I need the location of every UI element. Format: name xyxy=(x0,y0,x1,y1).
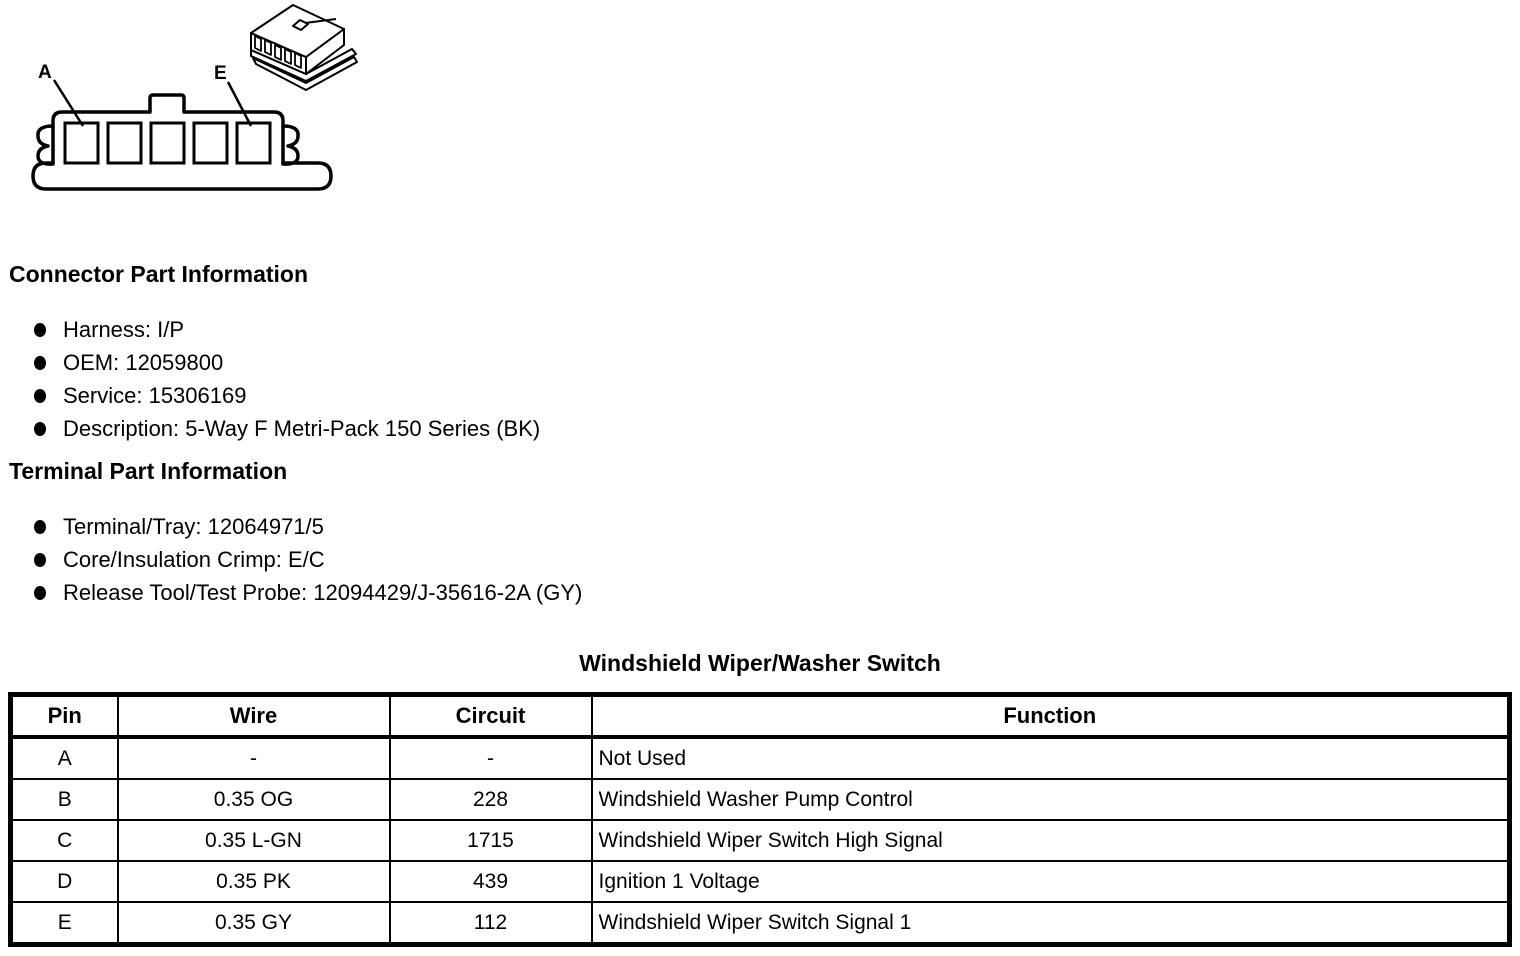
iso-lock-tab xyxy=(292,19,309,31)
connector-front-view xyxy=(31,93,333,191)
iso-groove-line xyxy=(304,18,337,24)
pin-cavity-c xyxy=(149,121,186,165)
connector-part-info-list: Harness: I/P OEM: 12059800 Service: 1530… xyxy=(34,317,541,450)
table-row: C 0.35 L-GN 1715 Windshield Wiper Switch… xyxy=(9,819,1511,862)
connector-right-latch xyxy=(281,124,300,166)
wire-cell: 0.35 L-GN xyxy=(116,819,391,862)
leader-lines xyxy=(52,79,253,127)
pin-cavity-d xyxy=(192,121,229,165)
pin-label-a: A xyxy=(38,62,52,83)
terminal-part-info-heading: Terminal Part Information xyxy=(9,458,288,484)
circuit-cell: 1715 xyxy=(388,819,593,862)
list-item: Description: 5-Way F Metri-Pack 150 Seri… xyxy=(34,416,541,441)
iso-skirt-lower xyxy=(252,56,358,91)
iso-terminal-slots xyxy=(254,35,302,69)
column-header-wire: Wire xyxy=(116,693,391,739)
column-header-function: Function xyxy=(590,693,1511,739)
wire-cell: - xyxy=(116,736,391,780)
bullet-icon xyxy=(34,389,46,403)
bullet-icon xyxy=(34,356,46,370)
leader-line-e xyxy=(226,81,253,127)
pin-cavity-b xyxy=(106,121,143,165)
pin-cavity-e xyxy=(235,121,272,165)
table-header-row: Pin Wire Circuit Function xyxy=(9,693,1511,739)
pin-cell: C xyxy=(9,819,119,862)
connector-base xyxy=(31,161,333,191)
function-cell: Ignition 1 Voltage xyxy=(590,860,1511,903)
connector-body-outline xyxy=(51,93,285,165)
circuit-cell: 112 xyxy=(388,901,593,946)
function-cell: Not Used xyxy=(590,736,1511,780)
list-item: Terminal/Tray: 12064971/5 xyxy=(34,514,582,539)
list-item-text: Core/Insulation Crimp: E/C xyxy=(63,547,325,572)
list-item-text: Release Tool/Test Probe: 12094429/J-3561… xyxy=(63,580,583,605)
leader-line-a xyxy=(52,79,85,127)
pin-cavities xyxy=(63,121,272,165)
list-item: Core/Insulation Crimp: E/C xyxy=(34,547,582,572)
list-item-text: Terminal/Tray: 12064971/5 xyxy=(63,514,324,539)
pinout-table-title: Windshield Wiper/Washer Switch xyxy=(579,650,941,676)
bullet-icon xyxy=(34,520,46,534)
list-item: Harness: I/P xyxy=(34,317,540,342)
connector-left-latch xyxy=(36,124,55,166)
bullet-icon xyxy=(34,553,46,567)
table-row: A - - Not Used xyxy=(9,736,1511,780)
list-item-text: OEM: 12059800 xyxy=(63,350,224,375)
list-item: OEM: 12059800 xyxy=(34,350,540,375)
pin-cavity-a xyxy=(63,121,100,165)
bullet-icon xyxy=(34,422,46,436)
function-cell: Windshield Washer Pump Control xyxy=(590,778,1511,821)
circuit-cell: 228 xyxy=(388,778,593,821)
connector-part-info-heading: Connector Part Information xyxy=(9,261,309,287)
pin-cell: D xyxy=(9,860,119,903)
table-row: D 0.35 PK 439 Ignition 1 Voltage xyxy=(9,860,1511,903)
bullet-icon xyxy=(34,323,46,337)
pin-label-e: E xyxy=(214,63,227,84)
circuit-cell: - xyxy=(388,736,593,780)
list-item-text: Service: 15306169 xyxy=(63,383,247,408)
pin-cell: B xyxy=(9,778,119,821)
pinout-table: Pin Wire Circuit Function A - - Not Used… xyxy=(8,692,1512,947)
pin-cell: A xyxy=(9,736,119,780)
bullet-icon xyxy=(34,586,46,600)
pin-cell: E xyxy=(9,901,119,946)
circuit-cell: 439 xyxy=(388,860,593,903)
table-row: B 0.35 OG 228 Windshield Washer Pump Con… xyxy=(9,778,1511,821)
wire-cell: 0.35 PK xyxy=(116,860,391,903)
terminal-part-info-list: Terminal/Tray: 12064971/5 Core/Insulatio… xyxy=(34,514,583,614)
list-item-text: Description: 5-Way F Metri-Pack 150 Seri… xyxy=(63,416,541,441)
wire-cell: 0.35 OG xyxy=(116,778,391,821)
wire-cell: 0.35 GY xyxy=(116,901,391,946)
connector-diagram: A E xyxy=(0,0,400,220)
function-cell: Windshield Wiper Switch Signal 1 xyxy=(590,901,1511,946)
connector-diagram-svg: A E xyxy=(31,4,358,191)
table-row: E 0.35 GY 112 Windshield Wiper Switch Si… xyxy=(9,901,1511,946)
list-item: Release Tool/Test Probe: 12094429/J-3561… xyxy=(34,580,583,605)
connector-iso-view xyxy=(250,4,358,91)
column-header-circuit: Circuit xyxy=(388,693,593,739)
list-item: Service: 15306169 xyxy=(34,383,540,408)
column-header-pin: Pin xyxy=(9,693,119,739)
function-cell: Windshield Wiper Switch High Signal xyxy=(590,819,1511,862)
list-item-text: Harness: I/P xyxy=(63,317,185,342)
